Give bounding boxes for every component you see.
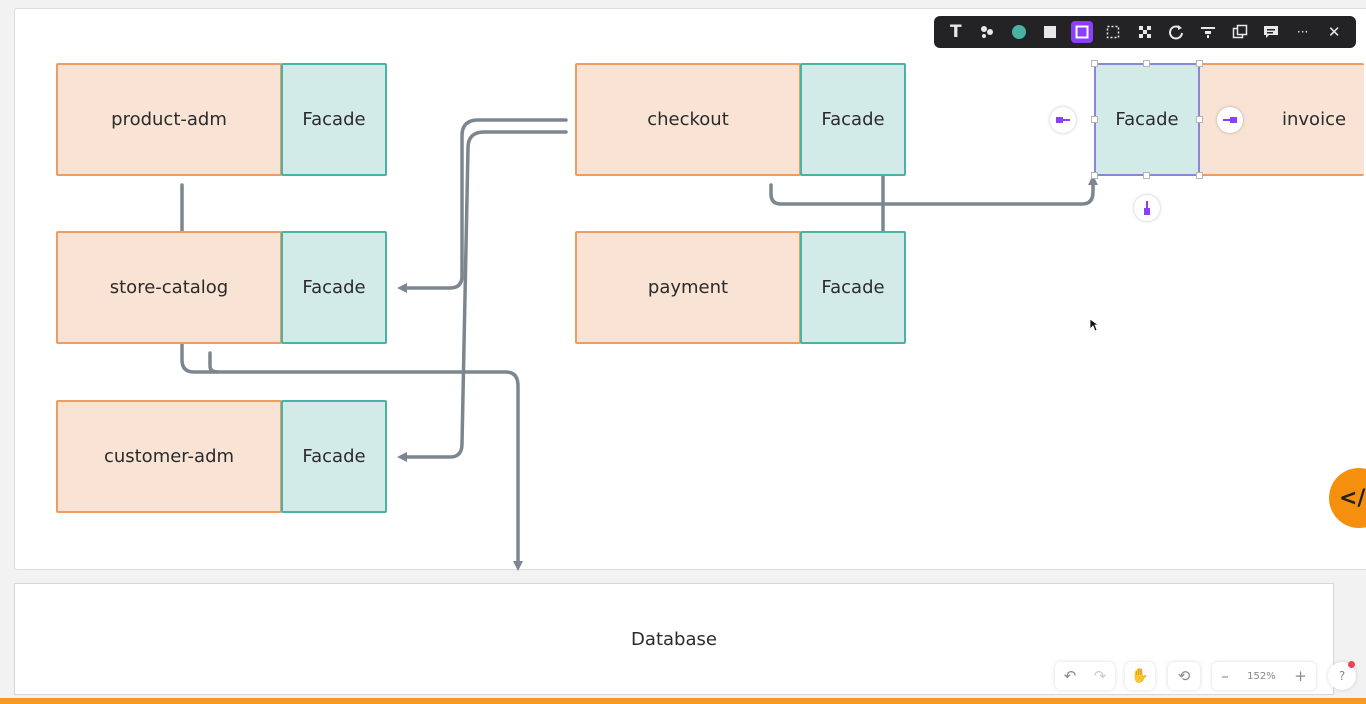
module-label: store-catalog (109, 277, 229, 298)
close-toolbar-button[interactable]: ✕ (1323, 21, 1345, 43)
connector-dot-left[interactable] (1050, 107, 1076, 133)
history-group: ⟲ (1168, 662, 1200, 690)
module-checkout[interactable]: checkout (575, 63, 801, 176)
border-style-button[interactable] (1070, 21, 1093, 43)
facade-label: Facade (302, 446, 366, 467)
edge-checkout-invoice[interactable] (769, 175, 1098, 206)
module-label: customer-adm (103, 446, 235, 467)
more-icon: ··· (1296, 25, 1309, 39)
connector-dot-right[interactable] (1217, 107, 1243, 133)
connector-arrow-icon (1056, 117, 1070, 123)
square-fill-icon (1044, 26, 1057, 38)
facade-label: Facade (302, 277, 366, 298)
facade-label: Facade (1115, 109, 1179, 130)
facade-label: Facade (821, 277, 885, 298)
duplicate-button[interactable] (1229, 21, 1251, 43)
zoom-controls: – 152% + (1212, 662, 1316, 690)
facade-invoice[interactable]: Facade (1094, 63, 1200, 176)
mouse-cursor-icon (1089, 318, 1099, 332)
facade-label: Facade (302, 109, 366, 130)
resize-handle-top-right[interactable] (1196, 60, 1203, 67)
zoom-out-button[interactable]: – (1221, 667, 1229, 685)
notification-dot (1348, 661, 1355, 668)
duplicate-icon (1232, 24, 1247, 39)
text-tool-button[interactable]: T (945, 21, 967, 43)
module-customer-adm[interactable]: customer-adm (56, 400, 282, 513)
facade-product-adm[interactable]: Facade (281, 63, 387, 176)
resize-handle-right[interactable] (1196, 116, 1203, 123)
align-icon (1201, 27, 1216, 38)
more-options-button[interactable]: ··· (1292, 21, 1314, 43)
resize-handle-top[interactable] (1143, 60, 1150, 67)
module-label: payment (647, 277, 729, 298)
database-label: Database (631, 628, 717, 650)
facade-label: Facade (821, 109, 885, 130)
help-button[interactable]: ? (1338, 669, 1346, 683)
resize-handle-top-left[interactable] (1091, 60, 1098, 67)
shape-style-button[interactable] (976, 21, 998, 43)
code-panel-toggle[interactable]: </ (1329, 468, 1366, 528)
shape-toolbar: T ··· ✕ (934, 16, 1356, 48)
resize-handle-left[interactable] (1091, 116, 1098, 123)
connector-arrow-icon (1144, 201, 1150, 215)
module-label: checkout (647, 109, 729, 130)
dashed-border-button[interactable] (1102, 21, 1124, 43)
zoom-level[interactable]: 152% (1247, 670, 1276, 682)
zoom-in-button[interactable]: + (1294, 667, 1307, 685)
resize-handle-bottom-right[interactable] (1196, 172, 1203, 179)
redo-button[interactable]: ↷ (1093, 667, 1107, 685)
fill-color-button[interactable] (1008, 21, 1030, 43)
fill-solid-button[interactable] (1039, 21, 1061, 43)
color-swatch-icon (1011, 25, 1026, 39)
facade-checkout[interactable]: Facade (800, 63, 906, 176)
edge-store-catalog-database[interactable] (208, 351, 220, 374)
module-store-catalog[interactable]: store-catalog (56, 231, 282, 344)
dashed-square-icon (1107, 25, 1120, 39)
text-icon: T (949, 22, 962, 42)
rotate-icon (1169, 25, 1184, 40)
window-bottom-border (0, 698, 1366, 704)
facade-payment[interactable]: Facade (800, 231, 906, 344)
shapes-icon (981, 26, 994, 38)
checker-icon (1138, 26, 1151, 38)
edge-product-adm-database[interactable] (180, 183, 523, 571)
square-outline-icon (1075, 25, 1089, 39)
align-button[interactable] (1197, 21, 1219, 43)
comment-icon (1264, 26, 1279, 38)
resize-handle-bottom-left[interactable] (1091, 172, 1098, 179)
edge-checkout-store-catalog[interactable] (397, 118, 568, 293)
hand-tool-group: ✋ (1125, 662, 1155, 690)
module-product-adm[interactable]: product-adm (56, 63, 282, 176)
comment-button[interactable] (1260, 21, 1282, 43)
module-label: product-adm (111, 109, 227, 130)
opacity-button[interactable] (1134, 21, 1156, 43)
hand-icon[interactable]: ✋ (1131, 668, 1149, 684)
resize-handle-bottom[interactable] (1143, 172, 1150, 179)
close-icon: ✕ (1327, 23, 1341, 41)
facade-customer-adm[interactable]: Facade (281, 400, 387, 513)
connector-arrow-icon (1223, 117, 1237, 123)
connector-dot-bottom[interactable] (1134, 195, 1160, 221)
module-label: invoice (1282, 109, 1347, 130)
module-payment[interactable]: payment (575, 231, 801, 344)
undo-button[interactable]: ↶ (1063, 667, 1077, 685)
code-icon: </ (1339, 485, 1366, 511)
rotate-button[interactable] (1165, 21, 1187, 43)
history-icon[interactable]: ⟲ (1177, 667, 1191, 685)
facade-store-catalog[interactable]: Facade (281, 231, 387, 344)
undo-redo-group: ↶ ↷ (1055, 662, 1115, 690)
edge-checkout-customer-adm[interactable] (397, 130, 568, 462)
